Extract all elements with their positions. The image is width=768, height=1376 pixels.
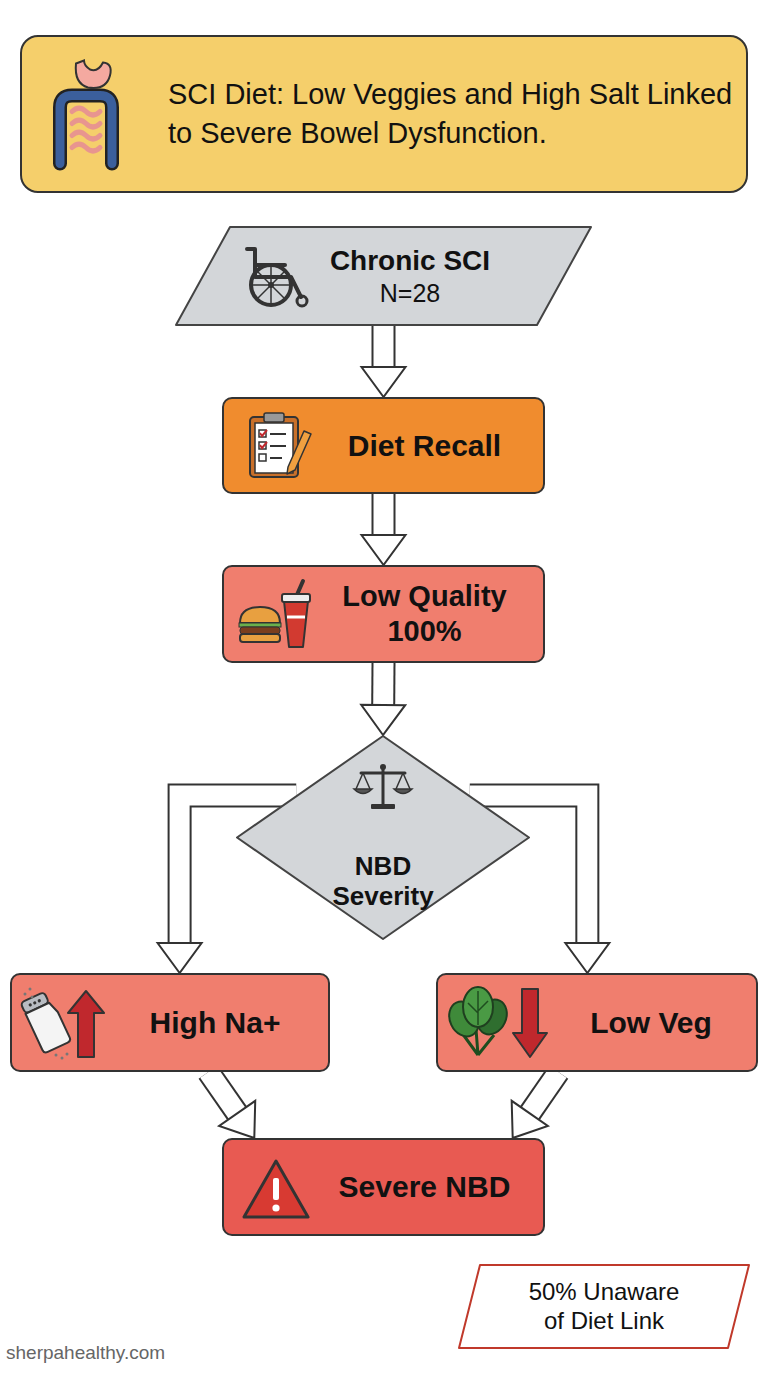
- input-parallelogram: Chronic SCIN=28: [175, 226, 592, 326]
- arrow-outline: [372, 326, 396, 367]
- process-box: High Na+: [10, 973, 330, 1072]
- arrow-outline: [372, 494, 396, 535]
- block-arrow: [512, 1072, 559, 1138]
- intestine-icon: [46, 57, 126, 172]
- arrow-head: [219, 1101, 255, 1138]
- outcome-box: Severe NBD: [222, 1138, 545, 1236]
- arrow-outline: [530, 1072, 559, 1113]
- arrow-head: [362, 535, 406, 565]
- diagram-title: SCI Diet: Low Veggies and High Salt Link…: [168, 75, 733, 152]
- warning-icon: [242, 1158, 310, 1220]
- arrow-shaft: [374, 326, 394, 367]
- process-box: Low Quality 100%: [222, 565, 545, 663]
- node-label: Low Veg: [590, 1004, 712, 1042]
- title-banner: SCI Diet: Low Veggies and High Salt Link…: [20, 35, 748, 193]
- arrow-shaft: [208, 1072, 237, 1113]
- leafy-greens-icon: [448, 983, 548, 1061]
- node-label: Chronic SCI: [330, 243, 490, 278]
- scales-icon: [353, 761, 413, 811]
- decision-diamond: NBD Severity: [236, 735, 530, 940]
- fast-food-icon: [236, 579, 312, 651]
- parallelogram-outline: [175, 226, 592, 326]
- arrow-head: [158, 943, 202, 973]
- arrow-head: [361, 705, 405, 735]
- block-arrow: [362, 494, 406, 565]
- watermark: sherpahealthy.com: [6, 1342, 165, 1364]
- node-label: Severe NBD: [339, 1168, 511, 1206]
- note-parallelogram: 50% Unaware of Diet Link: [458, 1264, 750, 1349]
- node-label: Diet Recall: [348, 427, 501, 465]
- arrow-head: [565, 943, 609, 973]
- salt-shaker-icon: [20, 985, 105, 1060]
- process-box: Diet Recall: [222, 397, 545, 494]
- arrow-outline: [208, 1072, 237, 1113]
- clipboard-icon: [244, 409, 314, 481]
- block-arrow: [208, 1072, 255, 1138]
- arrow-shaft: [530, 1072, 559, 1113]
- arrow-head: [362, 367, 406, 397]
- process-box: Low Veg: [436, 973, 758, 1072]
- node-label: NBD Severity: [313, 852, 453, 912]
- node-label: High Na+: [150, 1004, 281, 1042]
- arrow-shaft: [373, 663, 393, 705]
- arrow-head: [512, 1101, 548, 1138]
- wheelchair-icon: [241, 243, 313, 309]
- arrow-outline: [371, 663, 395, 705]
- node-label: 50% Unaware of Diet Link: [518, 1278, 690, 1336]
- block-arrow: [361, 663, 405, 735]
- node-label: Low Quality 100%: [317, 579, 532, 649]
- block-arrow: [362, 326, 406, 397]
- node-sublabel: N=28: [380, 278, 440, 309]
- arrow-shaft: [374, 494, 394, 535]
